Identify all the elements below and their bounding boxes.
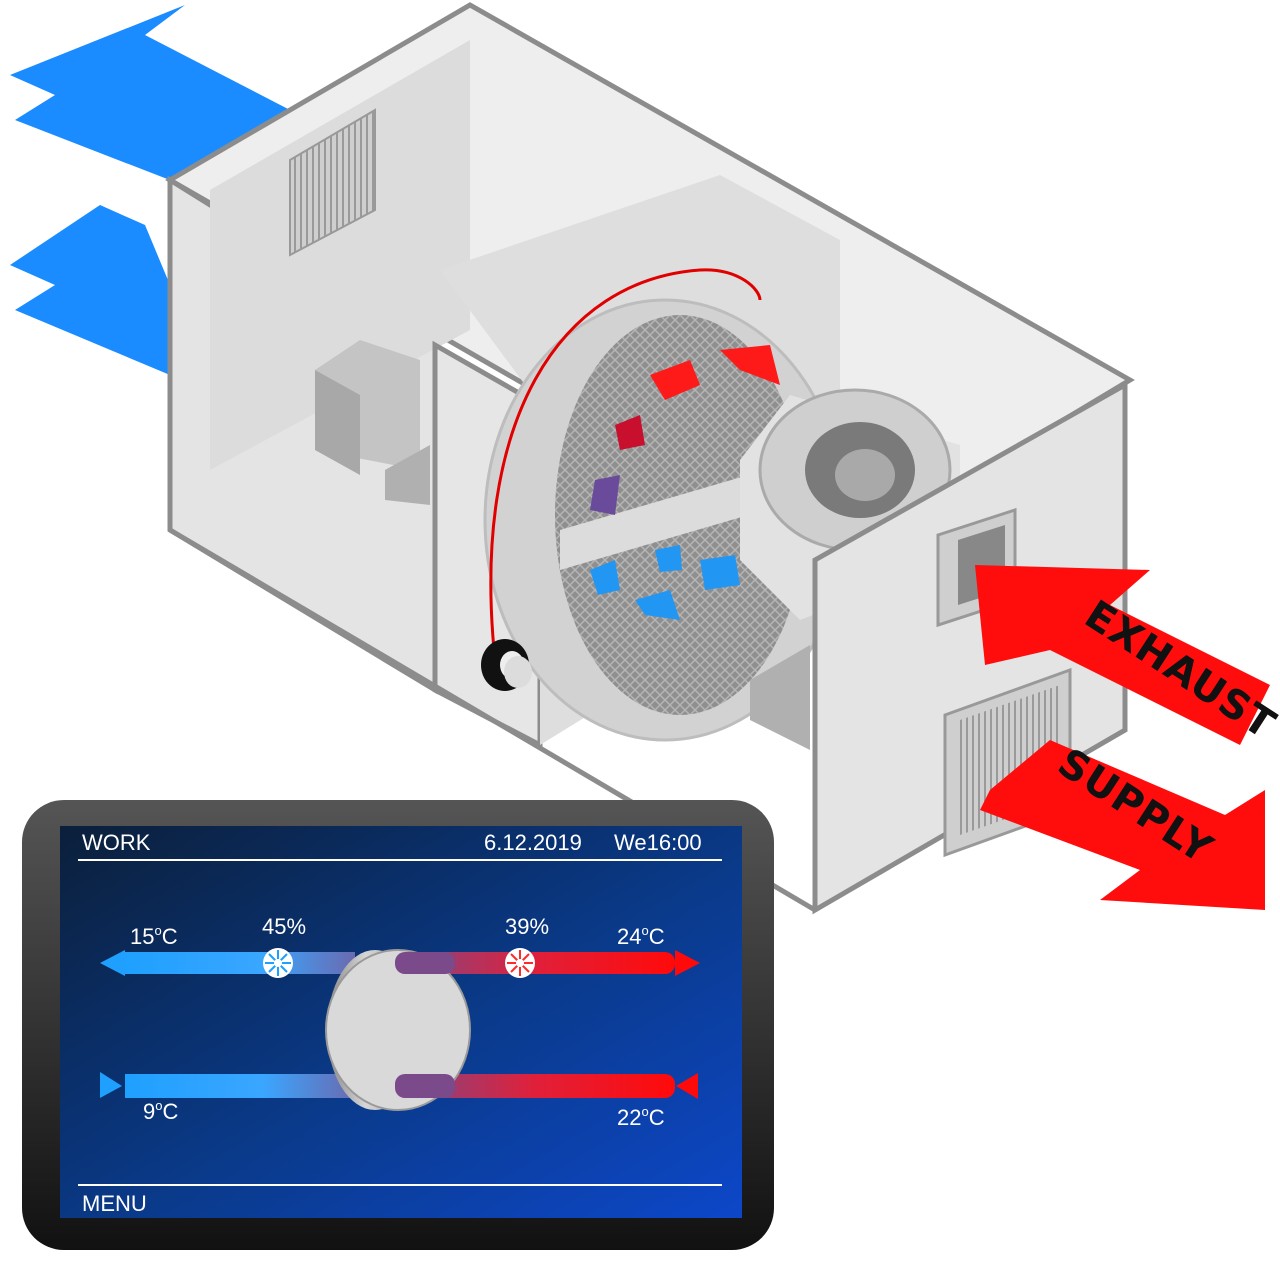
day-time-label: We16:00 xyxy=(614,830,702,855)
air-handling-unit xyxy=(165,2,1135,915)
right-fan-icon xyxy=(505,948,535,978)
housing-right-end xyxy=(812,380,1128,915)
bottom-right-arrowhead xyxy=(676,1073,698,1099)
top-left-arrowhead xyxy=(100,950,125,976)
right-fan-percent: 39% xyxy=(505,914,549,939)
top-right-arrowhead xyxy=(675,950,700,976)
air-arrow-bottom xyxy=(10,205,170,375)
menu-button[interactable]: MENU xyxy=(82,1191,147,1216)
left-fan-icon xyxy=(263,948,293,978)
temp-top-right: 24oC xyxy=(617,923,665,949)
louver-back xyxy=(289,108,376,257)
temp-bottom-left: 9oC xyxy=(143,1098,178,1124)
control-panel: WORK 6.12.2019 We16:00 xyxy=(22,800,774,1250)
top-cold-duct xyxy=(125,952,355,974)
bottom-cold-duct xyxy=(125,1074,355,1098)
bottom-left-arrowhead xyxy=(100,1072,122,1098)
screen-wheel xyxy=(325,949,471,1111)
drive-belt xyxy=(489,268,762,661)
temp-top-left: 15oC xyxy=(130,923,178,949)
motor-pulley xyxy=(481,639,532,691)
supply-arrow: SUPPLY xyxy=(980,740,1265,910)
left-fan-percent: 45% xyxy=(262,914,306,939)
mode-label: WORK xyxy=(82,830,151,855)
date-label: 6.12.2019 xyxy=(484,830,582,855)
wheel-red-arrows xyxy=(590,345,780,515)
temp-bottom-right: 22oC xyxy=(617,1104,665,1130)
bottom-hot-duct xyxy=(395,1074,675,1098)
wheel-blue-arrows xyxy=(590,545,740,620)
